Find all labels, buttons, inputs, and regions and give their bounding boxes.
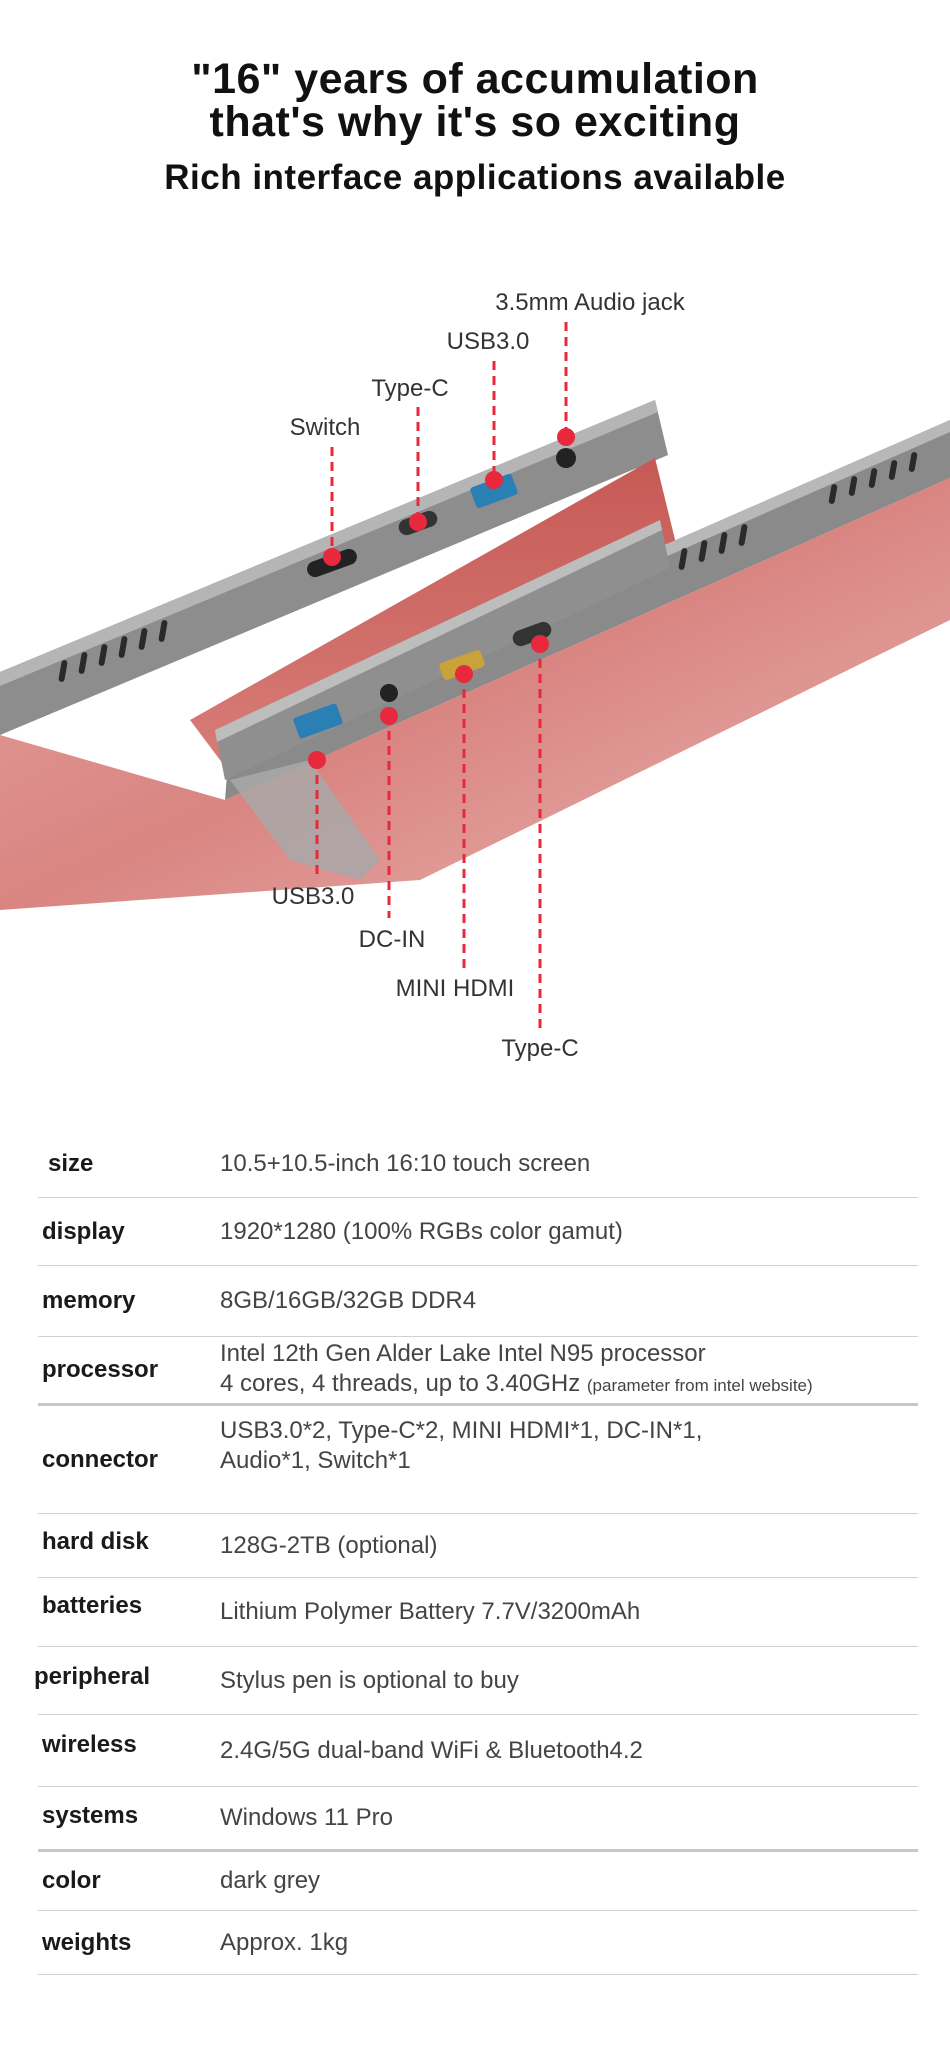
spec-label: display	[42, 1217, 125, 1245]
spec-label: connector	[42, 1445, 159, 1473]
usb-port-upper	[470, 473, 518, 509]
spec-value: USB3.0*2, Type-C*2, MINI HDMI*1, DC-IN*1…	[220, 1416, 702, 1476]
dc-in-port	[380, 684, 398, 702]
callout-dot	[308, 751, 326, 769]
callout-dot	[409, 513, 427, 531]
mini-hdmi-port	[439, 650, 485, 680]
headline-line-1: "16" years of accumulation	[191, 55, 759, 103]
spec-value: Approx. 1kg	[220, 1928, 349, 1956]
spec-label: wireless	[42, 1730, 137, 1758]
spec-row-processor: processor Intel 12th Gen Alder Lake Inte…	[38, 1337, 918, 1406]
headline-line-2: that's why it's so exciting	[209, 98, 741, 146]
spec-value-line-1: Intel 12th Gen Alder Lake Intel N95 proc…	[220, 1340, 706, 1367]
spec-value-line-2: 4 cores, 4 threads, up to 3.40GHz	[220, 1370, 581, 1397]
spec-value-line-1: USB3.0*2, Type-C*2, MINI HDMI*1, DC-IN*1…	[220, 1416, 703, 1444]
spec-value: 10.5+10.5-inch 16:10 touch screen	[220, 1149, 591, 1177]
spec-label: memory	[42, 1287, 136, 1314]
spec-row-size: size 10.5+10.5-inch 16:10 touch screen	[38, 1130, 918, 1198]
callout-dot	[323, 548, 341, 566]
spec-note: (parameter from intel website)	[586, 1376, 813, 1395]
spec-label: systems	[42, 1802, 139, 1829]
label-typec-top: Type-C	[371, 375, 449, 402]
label-usb-top: USB3.0	[446, 328, 530, 355]
callout-dot	[531, 635, 549, 653]
callout-dot	[455, 665, 473, 683]
audio-jack-port	[556, 448, 576, 468]
spec-row-peripheral: peripheral Stylus pen is optional to buy	[34, 1647, 918, 1715]
spec-value: Intel 12th Gen Alder Lake Intel N95 proc…	[220, 1339, 813, 1401]
spec-row-hard-disk: hard disk 128G-2TB (optional)	[38, 1514, 918, 1578]
slab-screen	[0, 478, 950, 910]
spec-row-color: color dark grey	[38, 1852, 918, 1911]
stand	[230, 760, 380, 880]
spec-label: peripheral	[34, 1662, 151, 1690]
spec-row-connector: connector USB3.0*2, Type-C*2, MINI HDMI*…	[38, 1406, 918, 1514]
usb-port-lower	[293, 703, 343, 739]
spec-value: Windows 11 Pro	[220, 1804, 393, 1831]
spec-label: size	[48, 1149, 94, 1177]
spec-label: batteries	[42, 1592, 143, 1619]
spec-row-wireless: wireless 2.4G/5G dual-band WiFi & Blueto…	[38, 1715, 918, 1787]
spec-value: Lithium Polymer Battery 7.7V/3200mAh	[220, 1598, 641, 1625]
label-typec-bottom: Type-C	[501, 1035, 579, 1062]
spec-value-line-2: Audio*1, Switch*1	[220, 1446, 411, 1474]
spec-label: weights	[42, 1928, 132, 1956]
spec-value: 128G-2TB (optional)	[220, 1531, 438, 1559]
spec-table: size 10.5+10.5-inch 16:10 touch screen d…	[34, 1130, 918, 1975]
subtitle: Rich interface applications available	[164, 158, 786, 197]
label-audio-jack: 3.5mm Audio jack	[495, 289, 685, 316]
typec-port-lower	[512, 621, 552, 647]
device-illustration	[0, 322, 950, 1028]
spec-value: Stylus pen is optional to buy	[220, 1666, 519, 1694]
label-mini-hdmi: MINI HDMI	[395, 975, 515, 1002]
spec-row-weights: weights Approx. 1kg	[38, 1911, 918, 1975]
spec-row-systems: systems Windows 11 Pro	[38, 1787, 918, 1852]
spec-label: color	[42, 1867, 101, 1894]
spec-row-memory: memory 8GB/16GB/32GB DDR4	[38, 1266, 918, 1337]
label-switch: Switch	[289, 414, 361, 441]
label-usb-bottom: USB3.0	[271, 883, 355, 910]
spec-row-batteries: batteries Lithium Polymer Battery 7.7V/3…	[38, 1578, 918, 1647]
spec-label: processor	[42, 1356, 159, 1383]
spec-value: dark grey	[220, 1867, 321, 1894]
spec-row-display: display 1920*1280 (100% RGBs color gamut…	[38, 1198, 918, 1266]
callout-dot	[485, 471, 503, 489]
spec-value: 2.4G/5G dual-band WiFi & Bluetooth4.2	[220, 1736, 643, 1764]
callout-dot	[557, 428, 575, 446]
label-dc-in: DC-IN	[358, 926, 426, 953]
spec-value: 8GB/16GB/32GB DDR4	[220, 1287, 477, 1314]
slab-rail	[225, 420, 950, 800]
spec-label: hard disk	[42, 1527, 149, 1555]
callout-dot	[380, 707, 398, 725]
spec-value: 1920*1280 (100% RGBs color gamut)	[220, 1217, 623, 1245]
